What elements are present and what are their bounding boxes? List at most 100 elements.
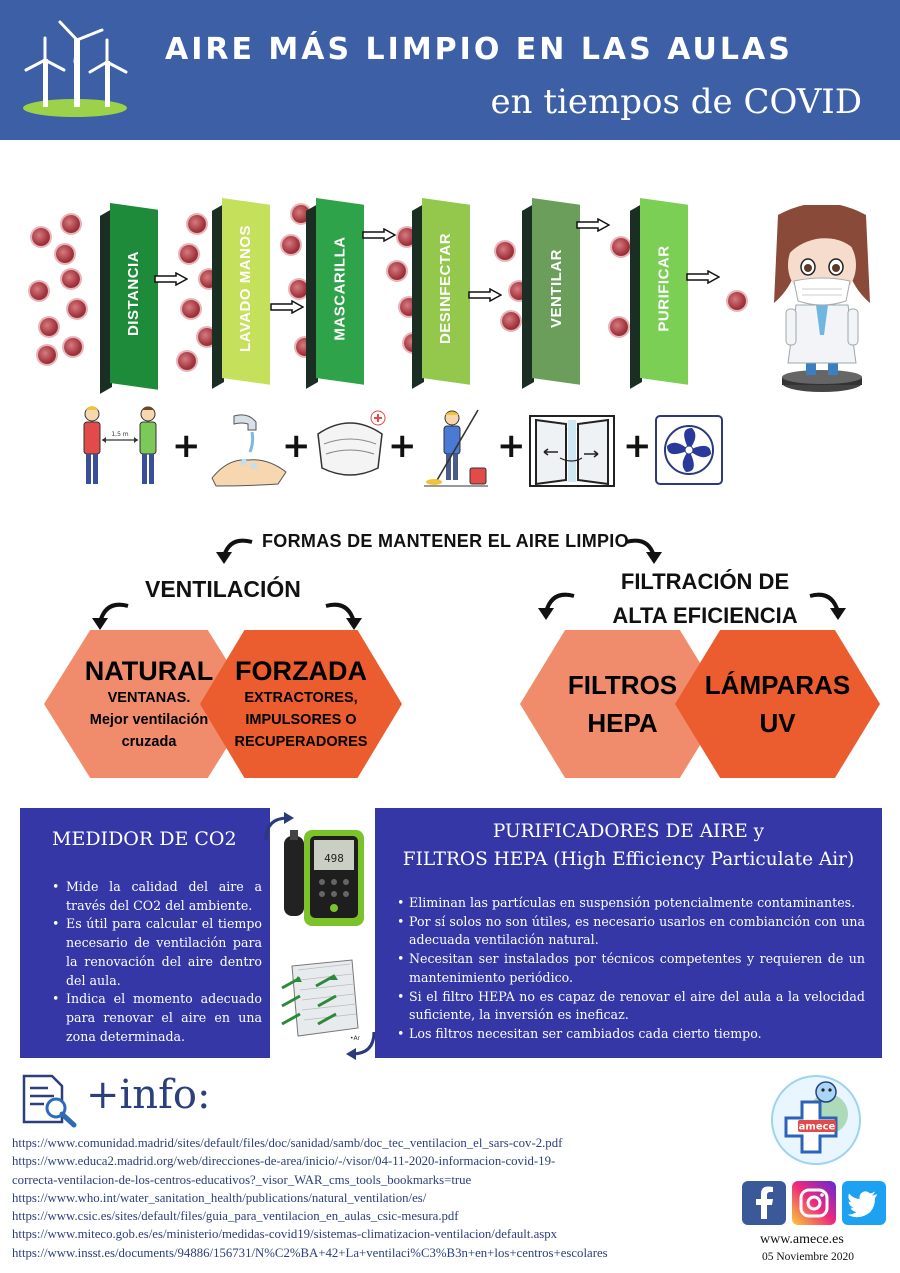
virus-icon — [180, 245, 198, 263]
list-item: Los filtros necesitan ser cambiados cada… — [397, 1025, 865, 1044]
virus-icon — [290, 280, 308, 298]
virus-icon — [282, 236, 300, 254]
website-label[interactable]: www.amece.es — [760, 1232, 844, 1247]
barrier-panel: LAVADO MANOS — [212, 198, 270, 389]
filtration-heading-line1: FILTRACIÓN DE — [620, 569, 790, 594]
list-item: Mide la calidad del aire a través del CO… — [52, 878, 262, 915]
social-distance-icon: 1,5 m — [83, 406, 157, 484]
page-title: AIRE MÁS LIMPIO EN LAS AULAS — [165, 32, 793, 67]
virus-icon — [40, 318, 58, 336]
reference-link[interactable]: https://www.csic.es/sites/default/files/… — [12, 1209, 459, 1224]
barrier-label: LAVADO MANOS — [237, 224, 255, 352]
arrow-right-icon — [154, 272, 188, 286]
natural-text-line: Mejor ventilación — [89, 711, 209, 728]
hand-washing-icon — [211, 414, 287, 487]
barrier-label: DESINFECTAR — [437, 232, 455, 344]
open-window-icon — [529, 415, 615, 487]
nurse-character-icon — [774, 205, 870, 392]
list-item: Eliminan las partículas en suspensión po… — [397, 894, 865, 913]
purifiers-list: Eliminan las partículas en suspensión po… — [397, 894, 865, 1044]
plus-sign: + — [172, 426, 201, 466]
virus-icon — [30, 282, 48, 300]
twitter-icon[interactable] — [842, 1181, 886, 1225]
list-item: Si el filtro HEPA no es capaz de renovar… — [397, 988, 865, 1025]
hepa-line: HEPA — [587, 708, 658, 738]
list-item: Indica el momento adecuado para renovar … — [52, 990, 262, 1046]
curved-arrow-right-icon — [325, 602, 362, 630]
reference-link[interactable]: https://www.miteco.gob.es/es/ministerio/… — [12, 1227, 558, 1242]
hepa-line: FILTROS — [567, 670, 678, 700]
list-item: Por sí solos no son útiles, es necesario… — [397, 913, 865, 950]
plus-sign: + — [282, 426, 311, 466]
barrier-panel: VENTILAR — [522, 198, 580, 389]
wind-turbines-icon — [23, 20, 128, 117]
face-mask-icon — [317, 410, 386, 476]
virus-icon — [612, 238, 630, 256]
forced-text-line: EXTRACTORES, — [244, 689, 358, 706]
virus-icon — [188, 215, 206, 233]
barrier-label: MASCARILLA — [331, 235, 349, 341]
virus-icon — [178, 352, 196, 370]
amece-logo: amece — [771, 1075, 861, 1165]
facebook-icon[interactable] — [742, 1181, 786, 1225]
virus-icon — [62, 270, 80, 288]
hepa-filter-icon: •Ar — [281, 959, 361, 1042]
reference-link[interactable]: correcta-ventilacion-de-los-centros-educ… — [12, 1172, 472, 1187]
distance-label: 1,5 m — [111, 431, 128, 438]
barrier-panel: DESINFECTAR — [412, 198, 470, 389]
filtration-heading: FILTRACIÓN DE ALTA EFICIENCIA — [590, 565, 820, 633]
natural-text-line: VENTANAS. — [107, 689, 191, 706]
virus-icon — [38, 346, 56, 364]
meter-reading: 498 — [324, 852, 344, 865]
instagram-icon[interactable] — [792, 1181, 836, 1225]
arrow-right-icon — [576, 218, 610, 232]
reference-link[interactable]: https://www.who.int/water_sanitation_hea… — [12, 1190, 427, 1205]
reference-link[interactable]: https://www.insst.es/documents/94886/156… — [12, 1245, 608, 1260]
reference-link[interactable]: https://www.comunidad.madrid/sites/defau… — [12, 1136, 563, 1150]
virus-icon — [62, 215, 80, 233]
list-item: Necesitan ser instalados por técnicos co… — [397, 950, 865, 987]
curved-arrow-icon — [346, 1031, 376, 1060]
virus-icon — [198, 328, 216, 346]
virus-icon — [728, 292, 746, 310]
forms-heading: FORMAS DE MANTENER EL AIRE LIMPIO — [262, 531, 629, 551]
co2-list: Mide la calidad del aire a través del CO… — [52, 878, 262, 1046]
forced-ventilation-hexagon: FORZADA EXTRACTORES, IMPULSORES O RECUPE… — [200, 630, 402, 778]
curved-arrow-left-icon — [538, 592, 575, 620]
air-purifiers-box: PURIFICADORES DE AIRE y FILTROS HEPA (Hi… — [375, 808, 882, 1058]
document-search-icon — [22, 1074, 77, 1128]
logo-text: amece — [799, 1122, 836, 1133]
curved-arrow-icon — [264, 812, 294, 841]
barrier-label: DISTANCIA — [125, 250, 143, 336]
forced-text-line: RECUPERADORES — [234, 733, 368, 750]
virus-icon — [64, 338, 82, 356]
cleaning-person-icon — [424, 409, 488, 487]
plus-sign: + — [497, 426, 526, 466]
purifiers-title-line2: FILTROS HEPA (High Efficiency Particulat… — [402, 849, 855, 870]
arrow-right-icon — [270, 300, 304, 314]
barrier-label: VENTILAR — [547, 248, 565, 328]
forced-title: FORZADA — [235, 655, 367, 686]
virus-icon — [32, 228, 50, 246]
extractor-fan-icon — [655, 415, 723, 485]
header-banner: AIRE MÁS LIMPIO EN LAS AULAS en tiempos … — [0, 0, 900, 140]
reference-links: https://www.comunidad.madrid/sites/defau… — [12, 1134, 732, 1262]
co2-meter-icon: 498 — [284, 830, 364, 926]
virus-icon — [68, 300, 86, 318]
list-item: Es útil para calcular el tiempo necesari… — [52, 915, 262, 990]
curved-arrow-right-icon — [809, 592, 846, 620]
co2-title: MEDIDOR DE CO2 — [52, 828, 237, 850]
virus-icon — [610, 318, 628, 336]
reference-link[interactable]: https://www.educa2.madrid.org/web/direcc… — [12, 1154, 556, 1169]
natural-text-line: cruzada — [121, 733, 177, 750]
purifiers-title-line1: PURIFICADORES DE AIRE y — [492, 821, 765, 842]
ventilation-heading: VENTILACIÓN — [145, 576, 301, 602]
virus-icon — [388, 262, 406, 280]
filtration-heading-line2: ALTA EFICIENCIA — [612, 603, 798, 628]
svg-text:•Ar: •Ar — [350, 1035, 361, 1042]
barrier-panel: DISTANCIA — [100, 203, 158, 394]
date-label: 05 Noviembre 2020 — [762, 1251, 854, 1263]
virus-icon — [292, 205, 310, 223]
plus-sign: + — [623, 426, 652, 466]
virus-icon — [496, 242, 514, 260]
